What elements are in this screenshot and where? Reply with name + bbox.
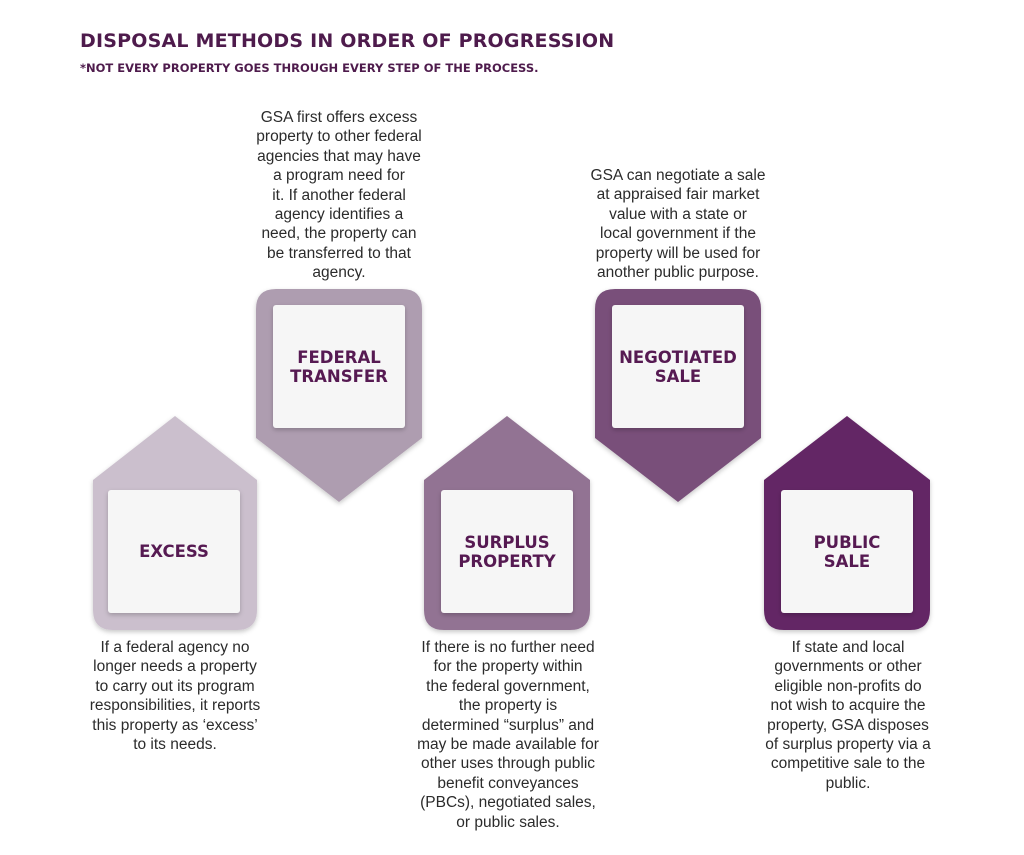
label-line: NEGOTIATED bbox=[619, 347, 737, 367]
description-line: or public sales. bbox=[456, 813, 560, 831]
label-line: SALE bbox=[654, 366, 702, 386]
diagram-title: DISPOSAL METHODS IN ORDER OF PROGRESSION bbox=[80, 30, 615, 52]
description-line: to its needs. bbox=[133, 736, 217, 754]
description-line: value with a state or bbox=[609, 205, 747, 223]
description-line: of surplus property via a bbox=[765, 736, 931, 754]
public-sale-inner-box bbox=[781, 490, 913, 613]
description-line: benefit conveyances bbox=[437, 774, 579, 792]
excess-description: If a federal agency no longer needs a pr… bbox=[60, 638, 290, 754]
negotiated-sale-inner-box bbox=[612, 305, 744, 428]
description-line: agency identifies a bbox=[274, 206, 404, 224]
public-sale-description: If state and local governments or other … bbox=[732, 638, 964, 793]
label-line: FEDERAL bbox=[297, 347, 381, 367]
description-line: be transferred to that bbox=[267, 244, 411, 262]
description-line: at appraised fair market bbox=[596, 186, 760, 204]
description-line: If state and local bbox=[791, 639, 905, 656]
federal-transfer-description: GSA first offers excess property to othe… bbox=[224, 108, 454, 283]
description-line: governments or other bbox=[774, 658, 922, 676]
federal-transfer-label: FEDERAL TRANSFER bbox=[273, 305, 405, 428]
description-line: property, GSA disposes bbox=[767, 716, 929, 734]
description-line: local government if the bbox=[600, 225, 756, 243]
description-line: the federal government, bbox=[426, 677, 590, 695]
public-sale-label: PUBLIC SALE bbox=[781, 490, 913, 613]
description-line: determined “surplus” and bbox=[421, 716, 595, 734]
label-line: SURPLUS bbox=[464, 532, 550, 552]
description-line: property will be used for bbox=[595, 244, 761, 262]
description-line: agency. bbox=[312, 264, 366, 282]
description-line: a program need for bbox=[273, 167, 405, 185]
diagram-subtitle: *NOT EVERY PROPERTY GOES THROUGH EVERY S… bbox=[80, 61, 539, 75]
label-line: PROPERTY bbox=[458, 551, 556, 571]
surplus-property-inner-box bbox=[441, 490, 573, 613]
label-line: EXCESS bbox=[139, 542, 209, 561]
description-line: agencies that may have bbox=[257, 147, 421, 165]
label-line: TRANSFER bbox=[290, 366, 388, 386]
negotiated-sale-description: GSA can negotiate a sale at appraised fa… bbox=[563, 166, 793, 282]
description-line: it. If another federal bbox=[272, 186, 406, 204]
surplus-property-description: If there is no further need for the prop… bbox=[392, 638, 624, 832]
label-line: PUBLIC bbox=[813, 532, 881, 552]
description-line: for the property within bbox=[433, 658, 583, 676]
description-line: competitive sale to the bbox=[770, 755, 926, 773]
description-line: GSA first offers excess bbox=[260, 109, 418, 126]
description-line: GSA can negotiate a sale bbox=[590, 167, 766, 184]
surplus-property-label: SURPLUS PROPERTY bbox=[441, 490, 573, 613]
description-line: not wish to acquire the bbox=[770, 697, 926, 715]
description-line: other uses through public bbox=[420, 755, 596, 773]
negotiated-sale-label: NEGOTIATED SALE bbox=[612, 305, 744, 428]
excess-inner-box bbox=[108, 490, 240, 613]
description-line: property to other federal bbox=[256, 128, 422, 146]
federal-transfer-inner-box bbox=[273, 305, 405, 428]
description-line: (PBCs), negotiated sales, bbox=[420, 794, 596, 812]
description-line: this property as ‘excess’ bbox=[92, 716, 258, 734]
description-line: the property is bbox=[458, 697, 558, 715]
description-line: longer needs a property bbox=[93, 658, 257, 676]
excess-label: EXCESS bbox=[108, 490, 240, 613]
description-line: another public purpose. bbox=[596, 264, 759, 282]
description-line: to carry out its program bbox=[95, 677, 255, 695]
description-line: may be made available for bbox=[417, 736, 599, 754]
description-line: responsibilities, it reports bbox=[89, 697, 261, 715]
description-line: If a federal agency no bbox=[100, 639, 250, 656]
description-line: need, the property can bbox=[261, 225, 417, 243]
label-line: SALE bbox=[823, 551, 871, 571]
description-line: eligible non-profits do bbox=[774, 677, 922, 695]
description-line: If there is no further need bbox=[421, 639, 595, 656]
description-line: public. bbox=[825, 774, 871, 792]
